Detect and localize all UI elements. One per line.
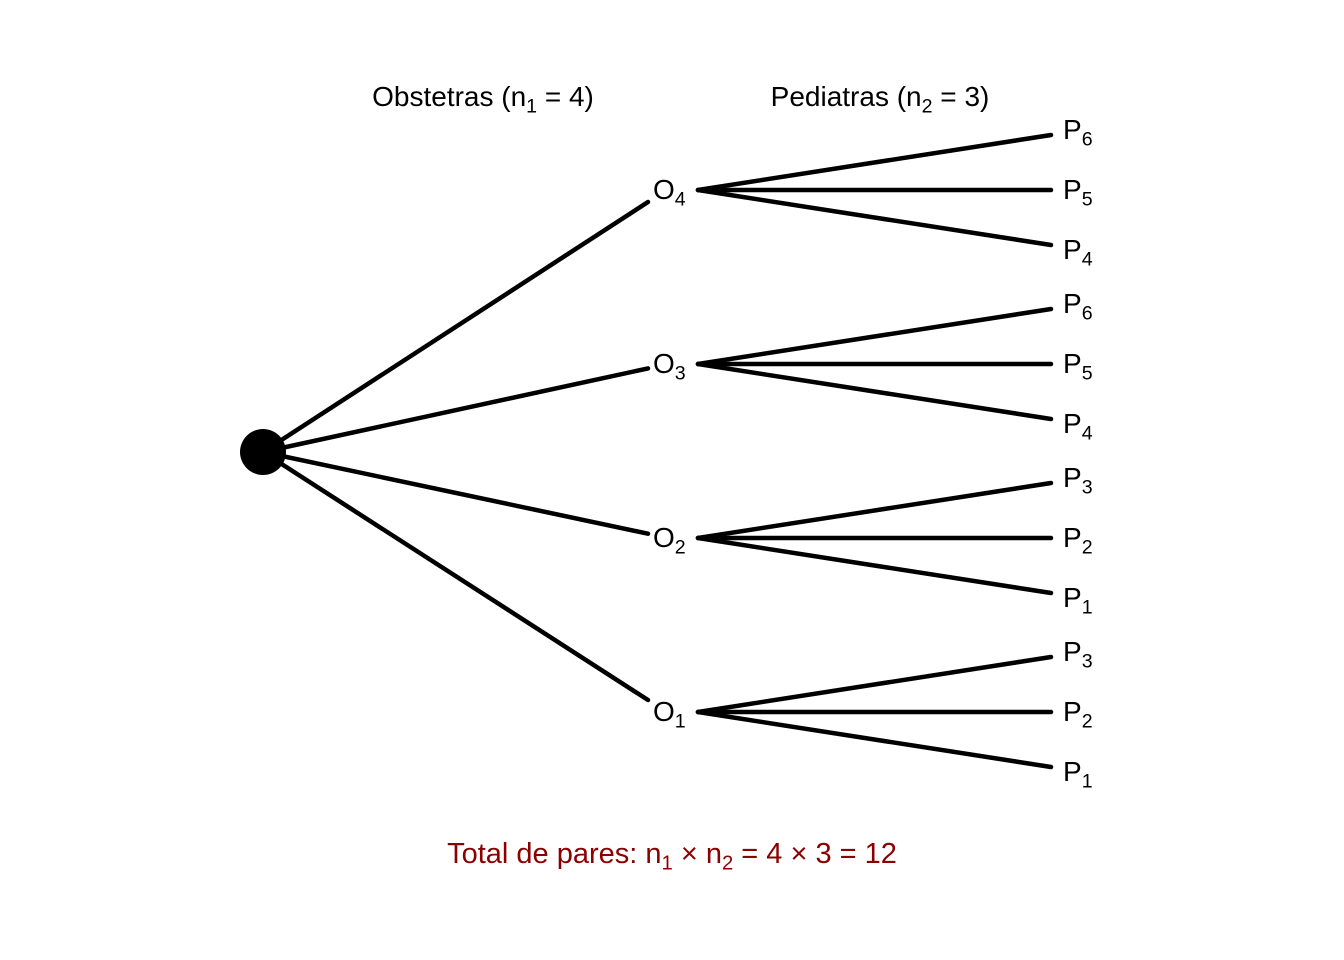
text-segment: Obstetras (n [372, 81, 527, 112]
header-pediatras: Pediatras (n2 = 3) [771, 83, 990, 117]
node-label-base: P [1063, 288, 1082, 319]
leaf-node-P5-of-O4: P5 [1063, 176, 1093, 210]
node-label-subscript: 5 [1081, 362, 1093, 385]
edge-root-to-O1 [260, 449, 651, 703]
leaf-node-P4-of-O3: P4 [1063, 410, 1093, 444]
leaf-node-P2-of-O1: P2 [1063, 698, 1093, 732]
branch-node-O3: O3 [653, 350, 686, 384]
subscript-text: 1 [526, 95, 538, 118]
edge-O2-to-P3 [695, 480, 1054, 541]
leaf-node-P1-of-O1: P1 [1063, 758, 1093, 792]
node-label-base: P [1063, 348, 1082, 379]
node-label-base: P [1063, 582, 1082, 613]
text-segment: × n [672, 838, 722, 870]
node-label-subscript: 4 [674, 188, 686, 211]
node-label-subscript: 2 [674, 536, 686, 559]
edge-root-to-O4 [260, 199, 651, 455]
node-label-subscript: 3 [1081, 476, 1093, 499]
node-label-subscript: 1 [674, 710, 686, 733]
edge-O2-to-P1 [695, 535, 1054, 596]
node-label-subscript: 2 [1081, 710, 1093, 733]
subscript-text: 1 [661, 852, 673, 875]
node-label-base: P [1063, 174, 1082, 205]
leaf-node-P3-of-O1: P3 [1063, 638, 1093, 672]
header-obstetras: Obstetras (n1 = 4) [372, 83, 594, 117]
node-label-base: P [1063, 408, 1082, 439]
leaf-node-P6-of-O3: P6 [1063, 290, 1093, 324]
leaf-node-P5-of-O3: P5 [1063, 350, 1093, 384]
node-label-subscript: 3 [1081, 650, 1093, 673]
node-label-base: P [1063, 522, 1082, 553]
text-segment: = 3) [932, 81, 990, 112]
edge-O3-to-P4 [695, 361, 1054, 422]
node-label-subscript: 1 [1081, 596, 1093, 619]
branch-node-O4: O4 [653, 176, 686, 210]
edge-O1-to-P1 [695, 709, 1054, 770]
node-label-subscript: 3 [674, 362, 686, 385]
leaf-node-P1-of-O2: P1 [1063, 584, 1093, 618]
node-label-base: P [1063, 636, 1082, 667]
edge-O3-to-P6 [695, 306, 1054, 367]
node-label-subscript: 6 [1081, 128, 1093, 151]
leaf-node-P4-of-O4: P4 [1063, 236, 1093, 270]
subscript-text: 2 [921, 95, 933, 118]
text-segment: = 4 × 3 = 12 [733, 838, 897, 870]
node-label-base: P [1063, 462, 1082, 493]
leaf-node-P6-of-O4: P6 [1063, 116, 1093, 150]
footer-total-pairs: Total de pares: n1 × n2 = 4 × 3 = 12 [447, 840, 897, 874]
node-label-base: O [653, 174, 675, 205]
subscript-text: 2 [721, 852, 734, 875]
branch-node-O2: O2 [653, 524, 686, 558]
node-label-base: O [653, 348, 675, 379]
edge-root-to-O3 [260, 366, 651, 455]
text-segment: Total de pares: n [447, 838, 662, 870]
node-label-subscript: 2 [1081, 536, 1093, 559]
node-label-base: P [1063, 114, 1082, 145]
branch-node-O1: O1 [653, 698, 686, 732]
node-label-subscript: 4 [1081, 248, 1093, 271]
edge-O4-to-P4 [695, 187, 1054, 248]
node-label-subscript: 1 [1081, 770, 1093, 793]
text-segment: = 4) [537, 81, 594, 112]
text-segment: Pediatras (n [770, 81, 922, 112]
edge-O1-to-P3 [695, 654, 1054, 715]
node-label-subscript: 4 [1081, 422, 1093, 445]
node-label-base: O [653, 696, 675, 727]
root-node [240, 429, 286, 475]
leaf-node-P2-of-O2: P2 [1063, 524, 1093, 558]
edge-O4-to-P6 [695, 132, 1054, 193]
leaf-node-P3-of-O2: P3 [1063, 464, 1093, 498]
node-label-base: O [653, 522, 675, 553]
edge-root-to-O2 [260, 449, 651, 536]
node-label-subscript: 5 [1081, 188, 1093, 211]
node-label-base: P [1063, 234, 1082, 265]
node-label-subscript: 6 [1081, 302, 1093, 325]
node-label-base: P [1063, 696, 1082, 727]
node-label-base: P [1063, 756, 1082, 787]
